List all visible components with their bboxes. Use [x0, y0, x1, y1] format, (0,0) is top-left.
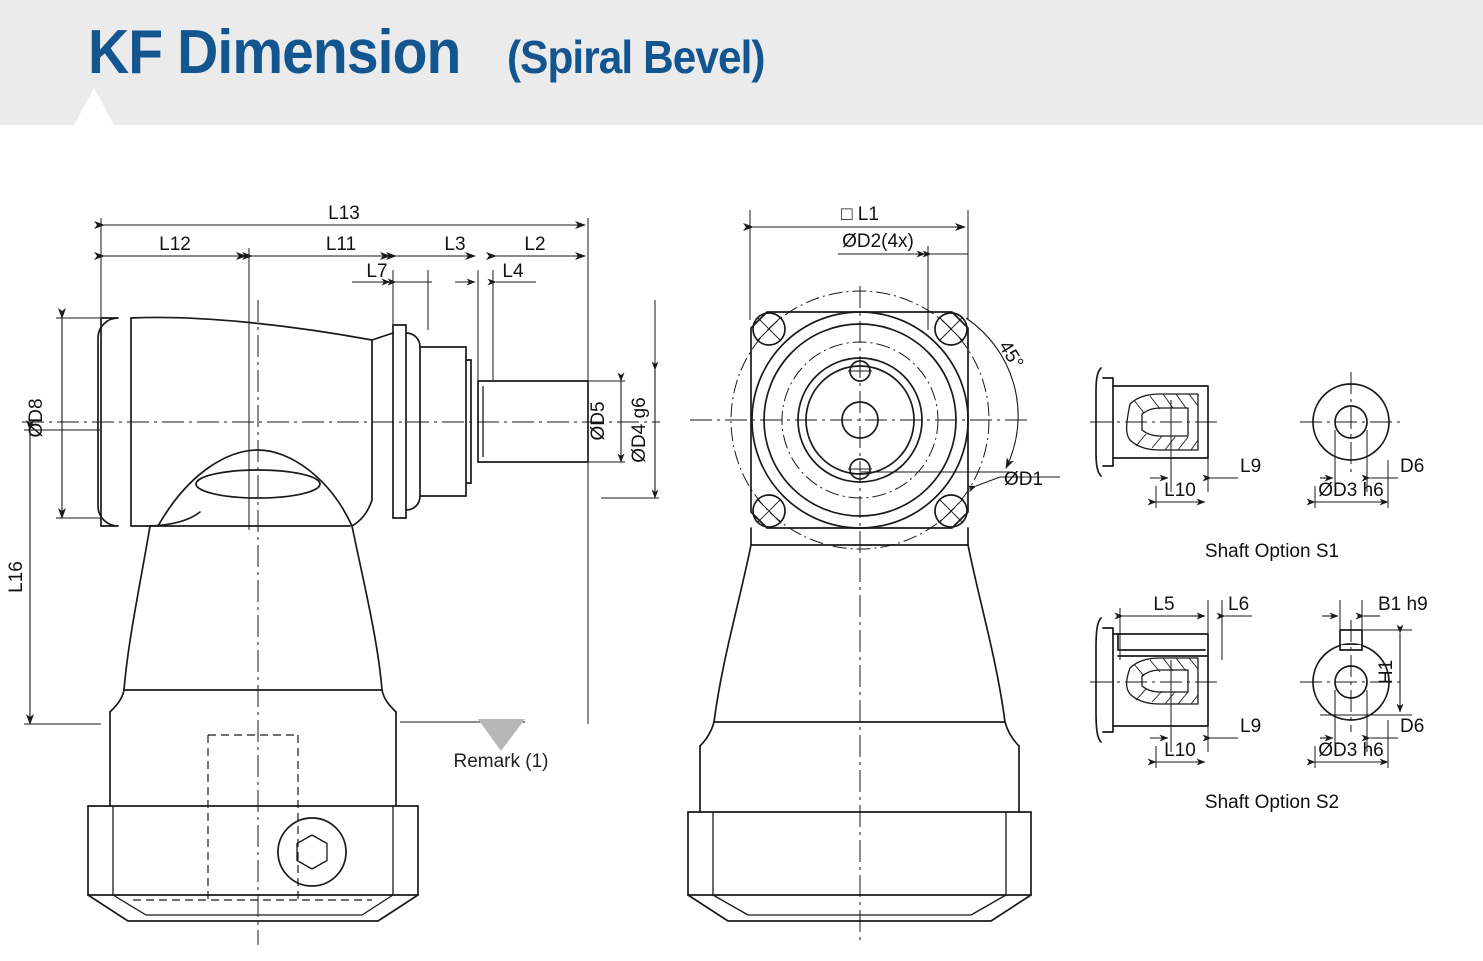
dimension-label-L2: L2: [524, 234, 545, 255]
shaft-option-s1-detail: L9 L10 D6 ØD3 h6 Shaft Option S1: [1090, 367, 1424, 562]
side-view-right-dimensions: ØD5 ØD4 g6: [588, 300, 659, 499]
remark-label: Remark (1): [453, 751, 548, 772]
page-title-sub: (Spiral Bevel): [506, 31, 766, 83]
dimension-label-s1-D3: ØD3 h6: [1318, 480, 1383, 501]
dimension-label-s2-L10: L10: [1164, 740, 1196, 761]
front-flange-view: □ L1 ØD2(4x) 45° ØD1: [687, 204, 1060, 945]
dimension-label-D8: ØD8: [26, 398, 47, 437]
shaft-option-s1-caption: Shaft Option S1: [1205, 541, 1339, 562]
dimension-label-L11: L11: [326, 234, 356, 255]
dimension-label-L12: L12: [159, 234, 191, 255]
page-header: KF Dimension (Spiral Bevel): [0, 0, 1483, 125]
dimension-label-s2-B1: B1 h9: [1378, 594, 1428, 615]
hex-socket: [296, 834, 328, 870]
side-view-top-dimensions: L13 L12 L11 L3 L2 L7 L4: [94, 203, 589, 724]
dimension-label-s2-L9: L9: [1240, 716, 1261, 737]
side-view-lower-body: [87, 300, 419, 945]
dimension-label-L1: □ L1: [841, 204, 879, 225]
remark-triangle-icon: [478, 719, 525, 751]
dimension-label-s1-D6: D6: [1400, 456, 1424, 477]
dimension-label-s1-L9: L9: [1240, 456, 1261, 477]
dimension-label-s2-L6: L6: [1228, 594, 1249, 615]
dimension-label-L13: L13: [328, 203, 360, 224]
dimension-label-L4: L4: [502, 261, 524, 282]
dimension-label-D5: ØD5: [588, 401, 609, 440]
remark-annotation: Remark (1): [400, 719, 549, 772]
page-title-main: KF Dimension: [88, 18, 461, 87]
side-section-view: L13 L12 L11 L3 L2 L7 L4 ØD8 L16: [6, 203, 660, 945]
dimension-label-L3: L3: [444, 234, 465, 255]
shaft-option-s2-detail: L5 L6 L9 L10: [1090, 594, 1428, 813]
side-view-housing: [22, 316, 660, 527]
dimension-label-D2: ØD2(4x): [842, 231, 914, 252]
dimension-label-s2-D3: ØD3 h6: [1318, 740, 1383, 761]
dimension-label-s2-H1: H1: [1376, 660, 1397, 684]
dimension-label-D4: ØD4 g6: [629, 397, 650, 462]
dimension-label-s2-L5: L5: [1153, 594, 1174, 615]
side-view-left-dimensions: ØD8 L16: [6, 308, 101, 725]
header-notch-triangle: [74, 88, 114, 125]
shaft-option-s2-caption: Shaft Option S2: [1205, 792, 1339, 813]
dimension-label-L7: L7: [366, 261, 387, 282]
dimension-label-45deg: 45°: [994, 337, 1027, 372]
front-view-dimensions: □ L1 ØD2(4x) 45° ØD1: [743, 204, 1060, 493]
page-title: KF Dimension(Spiral Bevel): [88, 22, 787, 84]
oil-plug-circle: [277, 817, 347, 887]
dimension-label-L16: L16: [6, 561, 27, 593]
bolt-holes: [752, 312, 968, 528]
front-view-body: [687, 527, 1032, 945]
dimension-label-s1-L10: L10: [1164, 480, 1196, 501]
flange-plate-outline: [750, 311, 969, 529]
s2-retaining-arc: [1095, 617, 1102, 743]
dimension-label-s2-D6: D6: [1400, 716, 1424, 737]
dimension-label-D1: ØD1: [1004, 469, 1043, 490]
